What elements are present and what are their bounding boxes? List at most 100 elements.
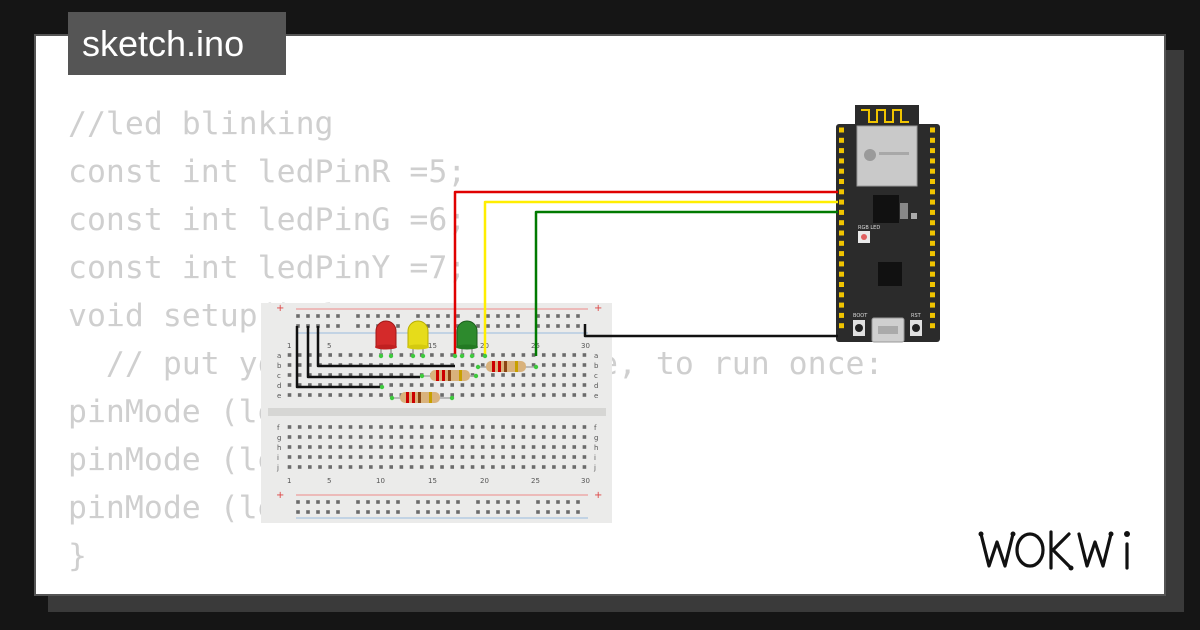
hole: [552, 455, 556, 459]
hole: [582, 435, 587, 439]
hole: [491, 425, 495, 429]
hole: [460, 383, 465, 387]
row-letter: d: [594, 382, 598, 390]
usb-port-inner: [878, 326, 898, 334]
hole: [511, 465, 516, 469]
red-wire[interactable]: [453, 190, 838, 355]
hole: [287, 445, 292, 449]
resistor[interactable]: [478, 361, 536, 372]
hole: [572, 455, 577, 459]
hole: [541, 425, 546, 429]
row-letter: j: [593, 464, 596, 472]
hole: [358, 445, 363, 449]
file-tab[interactable]: sketch.ino: [68, 12, 286, 75]
ground-wire-2[interactable]: [306, 326, 420, 379]
hole: [348, 373, 353, 377]
hole: [366, 324, 370, 328]
hole: [582, 455, 587, 459]
yellow-wire[interactable]: [483, 200, 838, 355]
hole: [358, 425, 363, 429]
hole: [839, 199, 844, 205]
hole: [541, 363, 546, 367]
hole: [379, 393, 383, 397]
reset-button-knob[interactable]: [912, 324, 920, 332]
hole: [399, 353, 404, 357]
hole: [396, 510, 400, 514]
hole: [491, 383, 495, 387]
hole: [426, 500, 430, 504]
hole: [430, 445, 434, 449]
hole: [287, 373, 292, 377]
hole: [480, 425, 485, 429]
hole: [930, 199, 935, 205]
hole: [446, 510, 450, 514]
ground-wire[interactable]: [583, 324, 838, 338]
hole: [399, 445, 404, 449]
red-led[interactable]: [375, 320, 397, 356]
ground-wire-1[interactable]: [295, 326, 382, 389]
ground-wire-3[interactable]: [316, 326, 455, 368]
hole: [531, 425, 536, 429]
column-number: 30: [581, 342, 590, 350]
hole: [930, 251, 935, 257]
connection-dots: [378, 353, 539, 401]
hole: [930, 127, 935, 133]
power-rail-holes: [296, 500, 580, 514]
green-wire[interactable]: [534, 210, 838, 356]
code-line: const int ledPinR =5;: [68, 154, 467, 190]
hole: [306, 500, 310, 504]
hole: [326, 324, 330, 328]
hole: [456, 314, 460, 318]
esp32-board[interactable]: RGB LED BOOT RST: [836, 105, 940, 343]
row-letter: c: [277, 372, 281, 380]
hole: [336, 510, 340, 514]
hole: [930, 240, 935, 246]
hole: [506, 510, 510, 514]
hole: [511, 455, 516, 459]
hole: [318, 465, 322, 469]
column-number: 10: [376, 477, 385, 485]
column-number: 25: [531, 477, 540, 485]
hole: [552, 363, 556, 367]
hole: [348, 353, 353, 357]
hole: [328, 353, 332, 357]
hole: [348, 393, 353, 397]
hole: [450, 445, 455, 449]
hole: [318, 455, 322, 459]
hole: [491, 455, 495, 459]
hole: [541, 353, 546, 357]
hole: [358, 383, 363, 387]
hole: [386, 314, 390, 318]
hole: [546, 324, 550, 328]
hole: [287, 465, 292, 469]
regulator-tab: [900, 203, 908, 219]
hole: [409, 383, 414, 387]
hole: [379, 425, 383, 429]
hole: [328, 435, 332, 439]
row-letter: i: [277, 454, 279, 462]
hole: [379, 455, 383, 459]
hole: [521, 455, 526, 459]
hole: [491, 393, 495, 397]
yellow-led[interactable]: [407, 320, 429, 356]
boot-button-knob[interactable]: [855, 324, 863, 332]
hole: [582, 353, 587, 357]
hole: [356, 500, 360, 504]
hole: [287, 435, 292, 439]
hole: [552, 465, 556, 469]
row-letter: c: [594, 372, 598, 380]
hole: [501, 465, 505, 469]
hole: [419, 445, 424, 449]
hole: [546, 314, 550, 318]
hole: [389, 435, 393, 439]
hole: [566, 314, 570, 318]
hole: [358, 435, 363, 439]
hole: [348, 455, 353, 459]
hole: [562, 465, 566, 469]
hole: [436, 500, 440, 504]
hole: [839, 220, 844, 226]
hole: [576, 324, 580, 328]
resistor[interactable]: [422, 370, 476, 381]
resistor[interactable]: [392, 392, 452, 403]
